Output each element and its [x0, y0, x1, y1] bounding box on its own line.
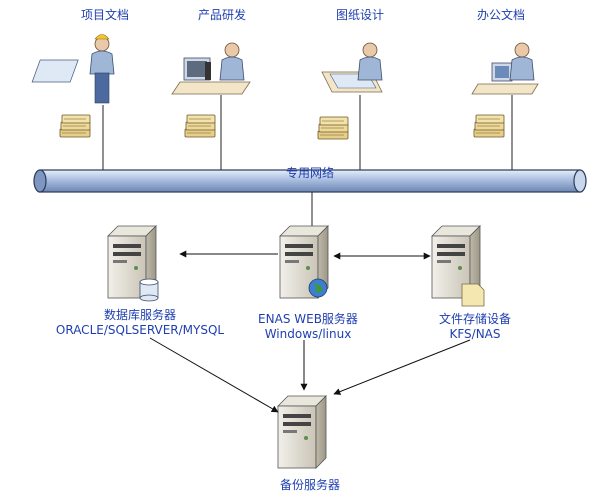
dept-label-rd: 产品研发	[197, 8, 246, 22]
database-server-types: ORACLE/SQLSERVER/MYSQL	[55, 323, 225, 337]
dept-office-illustration	[471, 42, 539, 138]
arrow-database-to-backup	[149, 337, 279, 413]
storage-server-icon	[431, 225, 485, 307]
file-folder-icon	[461, 283, 485, 307]
database-cylinder-icon	[139, 278, 159, 302]
dept-rd-illustration	[171, 42, 251, 138]
database-server-icon	[107, 225, 159, 302]
storage-server-caption: 文件存储设备 KFS/NAS	[410, 310, 540, 341]
project-docs-icon	[59, 114, 91, 138]
storage-server-name: 文件存储设备	[438, 312, 511, 326]
web-server-caption: ENAS WEB服务器 Windows/linux	[240, 310, 376, 341]
globe-icon	[308, 278, 328, 298]
dept-label-drawing: 图纸设计	[335, 8, 384, 22]
storage-server-type: KFS/NAS	[449, 327, 501, 341]
database-server-name: 数据库服务器	[103, 308, 176, 322]
backup-server-caption: 备份服务器	[260, 476, 360, 493]
database-server-caption: 数据库服务器 ORACLE/SQLSERVER/MYSQL	[30, 306, 250, 337]
drawing-docs-icon	[317, 116, 349, 140]
web-server-os: Windows/linux	[264, 327, 352, 341]
rd-docs-icon	[184, 114, 216, 138]
dept-label-office: 办公文档	[476, 8, 525, 22]
dept-project-illustration	[31, 34, 115, 138]
web-server-name: ENAS WEB服务器	[258, 312, 358, 326]
network-label: 专用网络	[285, 166, 334, 180]
department-drop-lines	[102, 95, 513, 170]
backup-server-name: 备份服务器	[279, 478, 340, 492]
network-pipe	[33, 169, 587, 193]
office-docs-icon	[473, 114, 505, 138]
backup-server-icon	[277, 395, 327, 469]
connection-arrows	[149, 250, 471, 413]
dept-drawing-illustration	[317, 42, 383, 140]
arrow-storage-to-backup	[333, 339, 471, 395]
dept-label-project: 项目文档	[80, 8, 129, 22]
web-server-icon	[279, 225, 329, 299]
